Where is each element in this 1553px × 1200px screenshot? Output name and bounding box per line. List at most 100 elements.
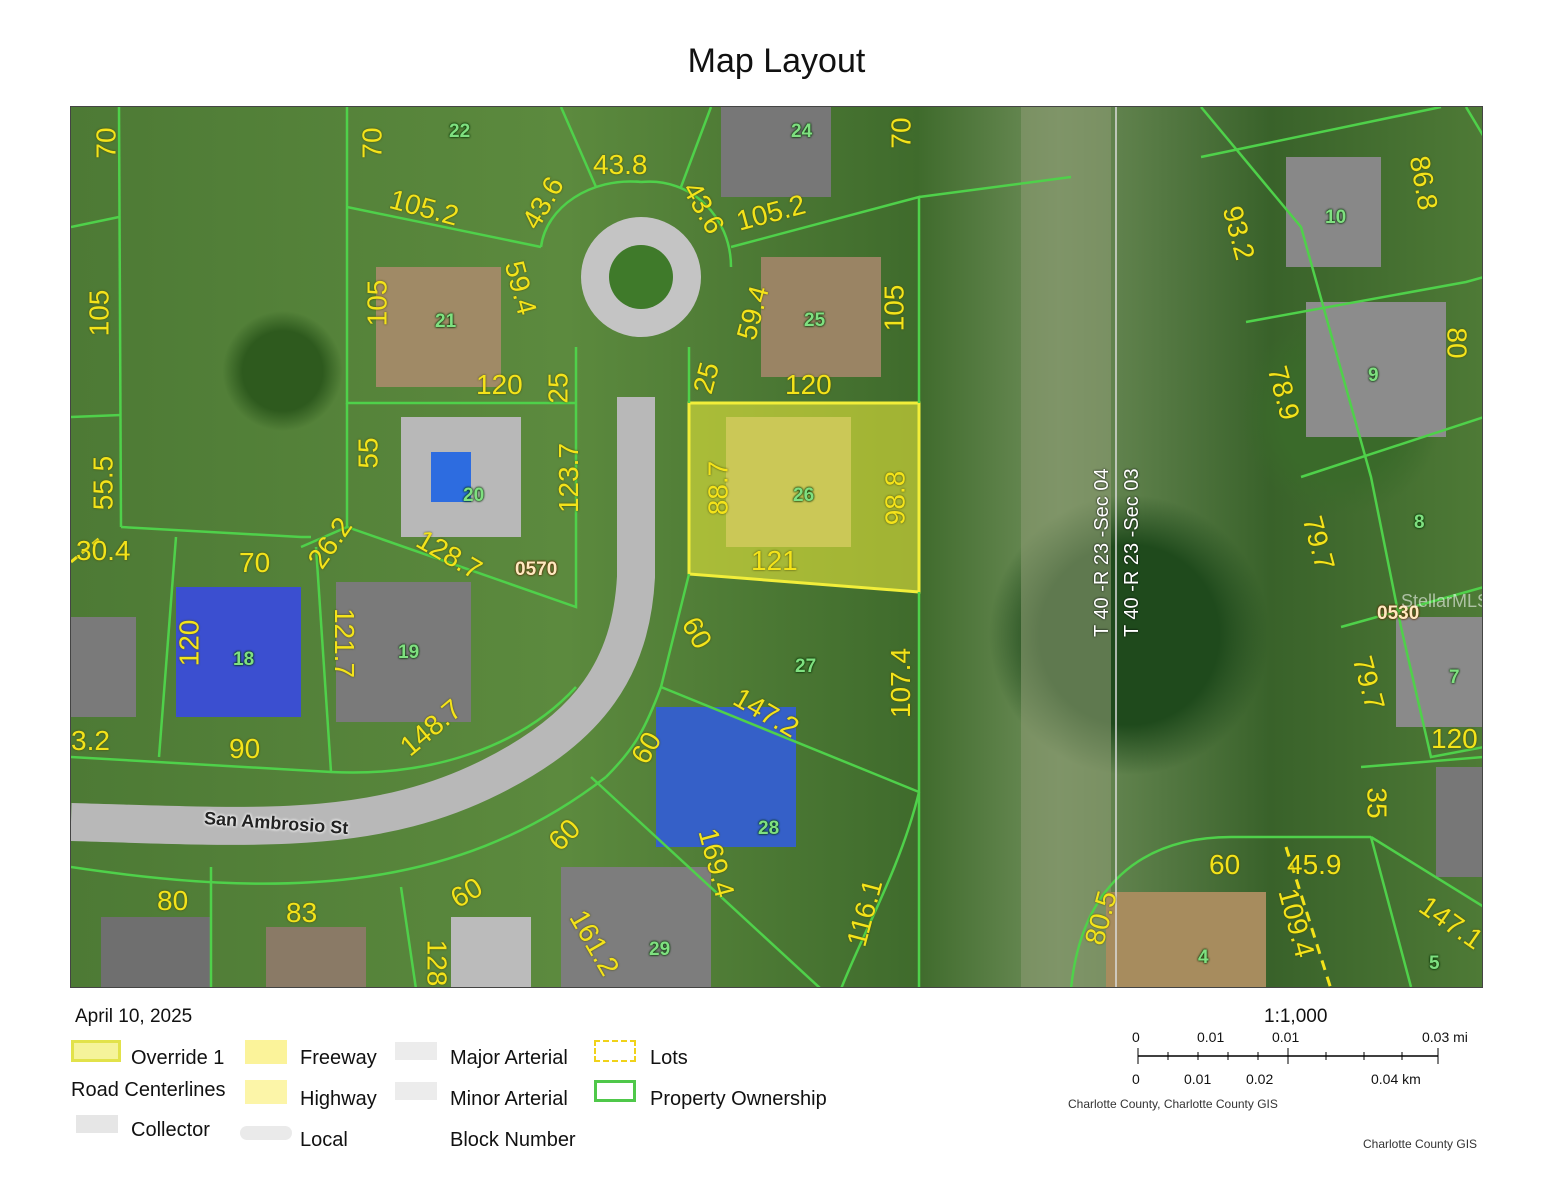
legend-road-centerlines: Road Centerlines [71, 1079, 226, 1101]
scale-mi-3: 0.03 mi [1422, 1029, 1468, 1045]
scale-mi-1: 0.01 [1197, 1029, 1225, 1045]
lot-number: 19 [398, 642, 420, 663]
map-graphics [71, 107, 1482, 987]
major-arterial-swatch [395, 1042, 437, 1060]
dimension-label: 60 [1209, 849, 1241, 880]
lot-number: 8 [1414, 512, 1425, 533]
legend-minor-arterial: Minor Arterial [450, 1088, 568, 1110]
section-label-04: T 40 -R 23 -Sec 04 [1091, 468, 1113, 637]
dimension-label: 90 [229, 733, 261, 764]
dimension-label: 121 [751, 545, 798, 576]
block-number-0570: 0570 [515, 559, 558, 580]
scale-ratio: 1:1,000 [1264, 1006, 1328, 1027]
dimension-label: 107.4 [885, 647, 917, 719]
legend-block-number: Block Number [450, 1129, 576, 1151]
lot-number: 21 [435, 311, 457, 332]
dimension-label: 25 [542, 372, 574, 404]
lot-number: 29 [649, 939, 671, 960]
lot-number: 20 [463, 485, 485, 506]
house-28 [656, 707, 796, 847]
house-21 [376, 267, 501, 387]
scale-mi-0: 0 [1132, 1029, 1140, 1045]
dimension-label: 98.8 [879, 470, 911, 526]
parcel-lines [71, 107, 1482, 987]
house-left-4 [451, 917, 531, 987]
dimension-label: 105 [361, 279, 393, 327]
dimension-label: 128 [421, 939, 453, 987]
dimension-label: 120 [476, 369, 523, 400]
lot-number: 25 [804, 310, 826, 331]
dimension-label: 123.7 [553, 442, 585, 514]
dimension-label: 80 [1441, 327, 1473, 359]
dimension-label: 120 [1431, 723, 1478, 754]
dimension-label: 35 [1361, 787, 1393, 819]
property-ownership-swatch [594, 1080, 636, 1102]
dimension-label: 88.7 [702, 460, 734, 516]
lot-number: 5 [1429, 953, 1440, 974]
dimension-label: 70 [239, 547, 271, 578]
dimension-label: 120 [785, 369, 832, 400]
legend-lots: Lots [650, 1047, 688, 1069]
dimension-label: 55.5 [87, 455, 119, 511]
scale-km-1: 0.01 [1184, 1071, 1212, 1087]
dimension-label: 120 [173, 619, 205, 667]
dimension-label: 30.4 [76, 535, 131, 566]
lot-number: 9 [1368, 365, 1379, 386]
dimension-label: 105 [83, 289, 115, 337]
lots-dashed-line-left [71, 535, 102, 564]
legend-property-ownership: Property Ownership [650, 1088, 827, 1110]
scale-km-0: 0 [1132, 1071, 1140, 1087]
dimension-label: 3.2 [71, 725, 110, 756]
freeway-swatch [245, 1040, 287, 1064]
dimension-label: 43.8 [593, 149, 648, 180]
house-4 [1106, 892, 1266, 987]
legend-collector: Collector [131, 1119, 210, 1141]
house-left-3 [266, 927, 366, 987]
collector-swatch [76, 1115, 118, 1133]
scale-km-2: 0.02 [1246, 1071, 1274, 1087]
house-25 [761, 257, 881, 377]
pool-20 [431, 452, 471, 502]
house-18 [176, 587, 301, 717]
dimension-label: 80 [157, 885, 189, 916]
lot-number: 18 [233, 649, 255, 670]
house-29 [561, 867, 711, 987]
watermark: StellarMLS [1401, 591, 1483, 611]
legend-major-arterial: Major Arterial [450, 1047, 568, 1069]
highway-swatch [245, 1080, 287, 1104]
override-swatch [71, 1040, 121, 1062]
scale-km-3: 0.04 km [1371, 1071, 1421, 1087]
cul-de-sac-island [609, 245, 673, 309]
lot-number: 24 [791, 121, 813, 142]
legend-override: Override 1 [131, 1047, 225, 1069]
drainage-strip [1021, 107, 1111, 987]
dimension-label: 121.7 [329, 607, 361, 679]
dimension-label: 105 [878, 284, 910, 332]
local-swatch [240, 1126, 292, 1140]
scale-mi-2: 0.01 [1272, 1029, 1300, 1045]
house-10 [1286, 157, 1381, 267]
lot-number: 22 [449, 121, 471, 142]
house-left-1 [71, 617, 136, 717]
lots-swatch [594, 1040, 636, 1062]
lot-number: 10 [1325, 207, 1347, 228]
house-left-2 [101, 917, 211, 987]
lot-number: 26 [793, 485, 815, 506]
legend-highway: Highway [300, 1088, 377, 1110]
lots-dashed-line [1284, 846, 1332, 987]
road-san-ambrosio [71, 397, 655, 845]
dimension-label: 70 [90, 127, 122, 159]
map-date: April 10, 2025 [75, 1006, 193, 1027]
dimension-label: 55 [352, 437, 384, 469]
house-24 [721, 107, 831, 197]
footer-credit: Charlotte County GIS [1363, 1137, 1478, 1151]
dimension-label: 70 [885, 117, 917, 149]
house-19 [336, 582, 471, 722]
block-number-0530: 0530 [1377, 603, 1420, 624]
section-label-03: T 40 -R 23 -Sec 03 [1121, 468, 1143, 637]
legend-freeway: Freeway [300, 1047, 377, 1069]
lot-number: 28 [758, 818, 780, 839]
dimension-label: 83 [286, 897, 318, 928]
dimension-label: 70 [356, 127, 388, 159]
